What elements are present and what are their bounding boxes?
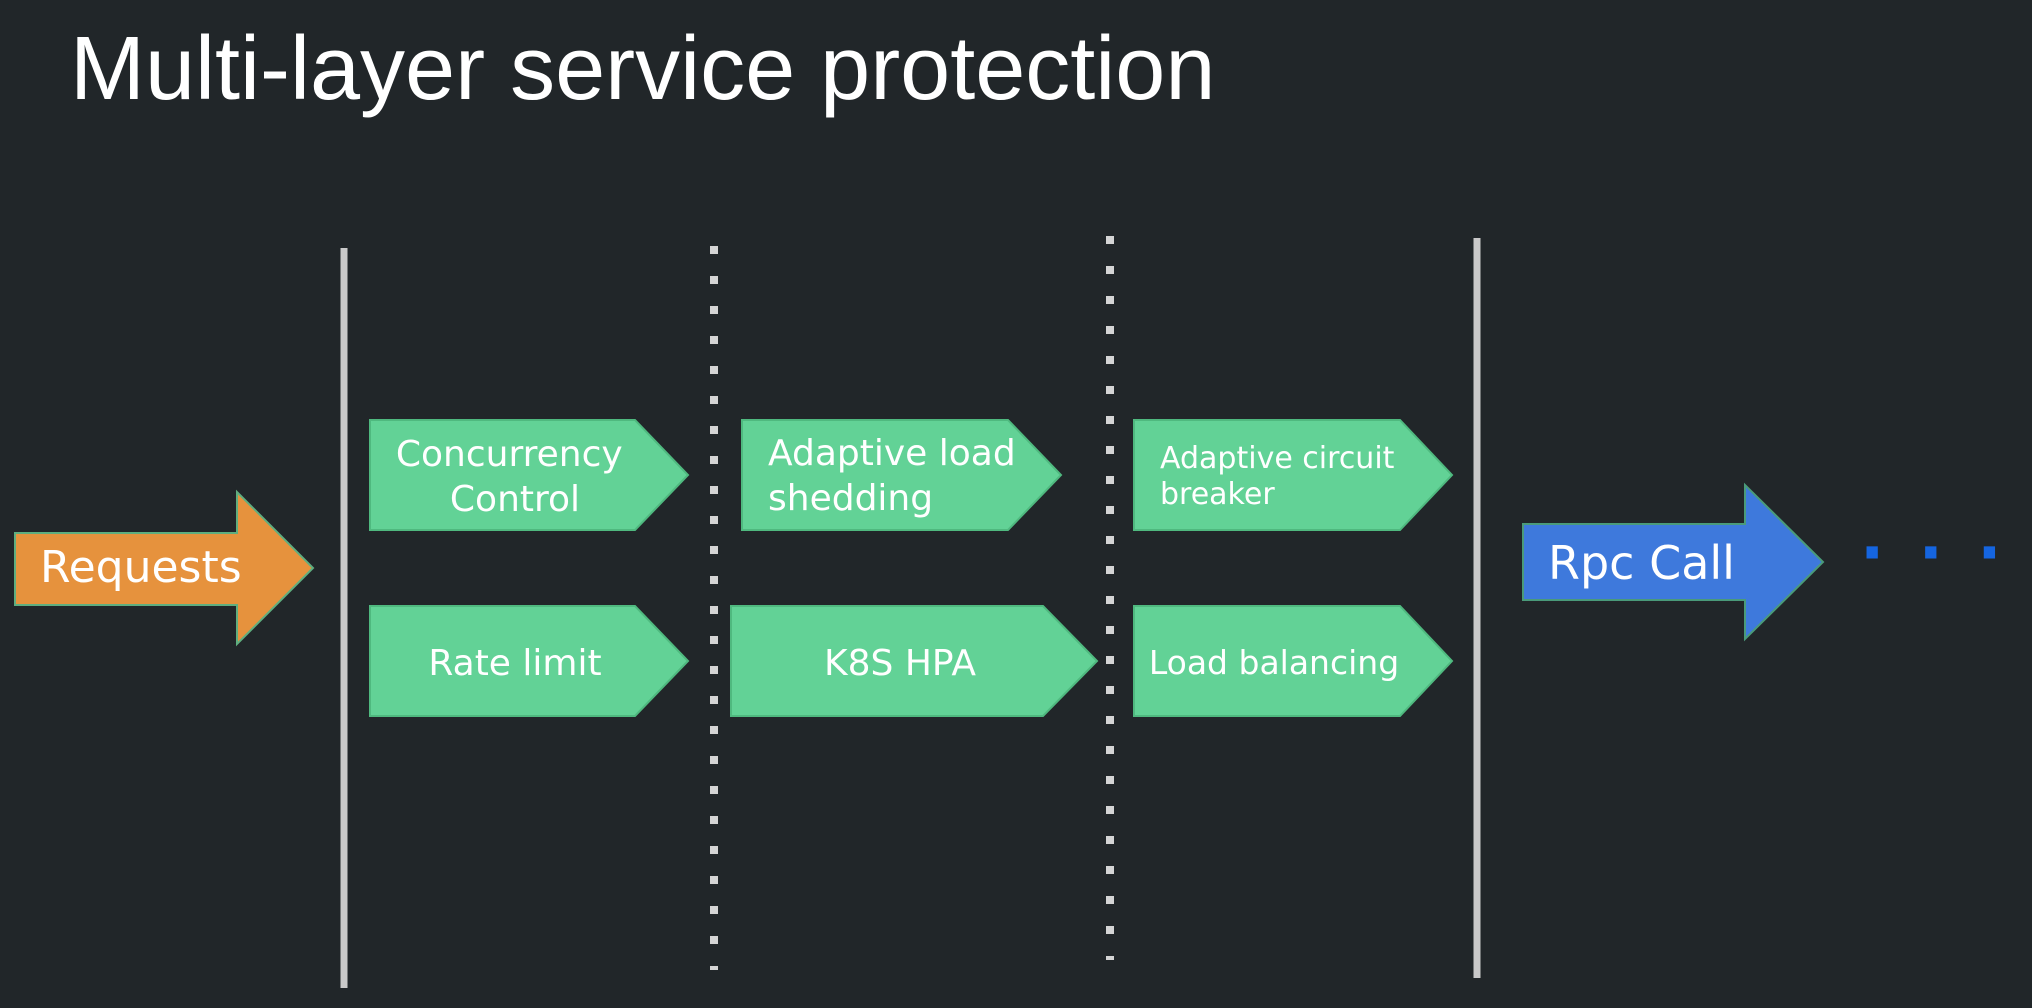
load-balancing-label: Load balancing	[1149, 643, 1399, 682]
adaptive-load-shedding-box	[741, 419, 1063, 531]
adaptive-circuit-breaker-line-1: Adaptive circuit	[1160, 441, 1395, 476]
requests-arrow-shape	[14, 489, 315, 647]
adaptive-circuit-breaker-box	[1133, 419, 1454, 531]
k8s-hpa-label: K8S HPA	[824, 643, 976, 684]
adaptive-load-shedding-line-2: shedding	[768, 478, 933, 519]
adaptive-load-shedding-line-1: Adaptive load	[768, 433, 1016, 474]
continuation-dots: · · · ·	[1860, 517, 2032, 591]
layer-concurrency-control: Concurrency Control	[369, 419, 690, 531]
layer-load-balancing: Load balancing	[1133, 605, 1454, 717]
concurrency-control-line-1: Concurrency	[396, 434, 623, 475]
rpc-call-arrow-shape	[1522, 482, 1825, 642]
concurrency-control-line-2: Control	[450, 479, 580, 520]
layer-k8s-hpa: K8S HPA	[730, 605, 1099, 717]
rate-limit-box	[369, 605, 690, 717]
adaptive-circuit-breaker-label: Adaptive circuit breaker	[1160, 441, 1404, 512]
rpc-call-arrow: Rpc Call	[1522, 482, 1825, 642]
layer-adaptive-circuit-breaker: Adaptive circuit breaker	[1133, 419, 1454, 531]
rate-limit-label: Rate limit	[428, 643, 601, 684]
adaptive-load-shedding-label: Adaptive load shedding	[768, 433, 1027, 519]
layer-rate-limit: Rate limit	[369, 605, 690, 717]
concurrency-control-box	[369, 419, 690, 531]
rpc-call-label: Rpc Call	[1548, 536, 1735, 590]
concurrency-control-label: Concurrency Control	[396, 434, 634, 520]
adaptive-circuit-breaker-line-2: breaker	[1160, 477, 1275, 512]
layer-adaptive-load-shedding: Adaptive load shedding	[741, 419, 1063, 531]
k8s-hpa-box	[730, 605, 1099, 717]
load-balancing-box	[1133, 605, 1454, 717]
requests-label: Requests	[40, 542, 242, 593]
requests-arrow: Requests	[14, 489, 315, 647]
slide-title: Multi-layer service protection	[70, 19, 1216, 119]
